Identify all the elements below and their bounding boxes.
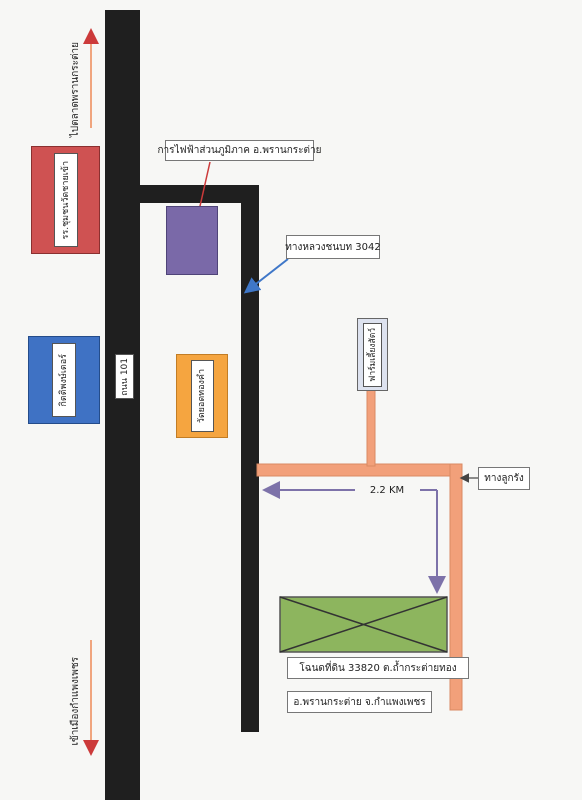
- land-parcel-cross-2: [279, 596, 448, 653]
- deed-location-label: อ.พรานกระต่าย จ.กำแพงเพชร: [287, 691, 432, 713]
- to-city-label: เข้าเมืองกำแพงเพชร: [70, 657, 81, 746]
- gas-station-label-box: กิตติพงษ์เตอร์: [52, 343, 76, 417]
- deed-number-label: โฉนดที่ดิน 33820 ต.ถ้ำกระต่ายทอง: [287, 657, 469, 679]
- farm-label-box: ฟาร์มเลี้ยงสัตว์: [363, 322, 382, 387]
- school-label-box: รร.ชุมชนวัดชายเข้า: [53, 153, 78, 247]
- rural-road-pointer: [243, 258, 289, 294]
- highway-label-box: ถนน 101: [115, 354, 134, 399]
- power-office-block: [166, 206, 218, 275]
- distance-label: 2.2 KM: [369, 484, 405, 496]
- school-label: รร.ชุมชนวัดชายเข้า: [60, 160, 71, 240]
- farm-access-road: [366, 389, 376, 467]
- farm-label: ฟาร์มเลี้ยงสัตว์: [367, 327, 378, 382]
- school-block: รร.ชุมชนวัดชายเข้า: [31, 146, 100, 254]
- to-market-label: ไปตลาดพรานกระต่าย: [70, 42, 81, 138]
- rural-road-3042-horizontal: [140, 185, 259, 203]
- highway-101-road: [105, 10, 140, 800]
- temple-block: วัดยอดทองคำ: [176, 354, 228, 438]
- laterite-road-horizontal: [256, 463, 463, 477]
- temple-label: วัดยอดทองคำ: [197, 368, 207, 424]
- temple-label-box: วัดยอดทองคำ: [190, 360, 214, 432]
- highway-label: ถนน 101: [119, 357, 130, 396]
- gas-station-label: กิตติพงษ์เตอร์: [59, 353, 69, 407]
- rural-road-callout: ทางหลวงชนบท 3042: [285, 235, 381, 259]
- power-office-callout: การไฟฟ้าส่วนภูมิภาค อ.พรานกระต่าย: [157, 140, 322, 161]
- laterite-road-callout: ทางลูกรัง: [478, 467, 530, 490]
- farm-block: ฟาร์มเลี้ยงสัตว์: [357, 318, 388, 391]
- laterite-road-vertical: [449, 463, 463, 711]
- gas-station-block: กิตติพงษ์เตอร์: [28, 336, 100, 424]
- rural-road-3042-vertical: [241, 185, 259, 732]
